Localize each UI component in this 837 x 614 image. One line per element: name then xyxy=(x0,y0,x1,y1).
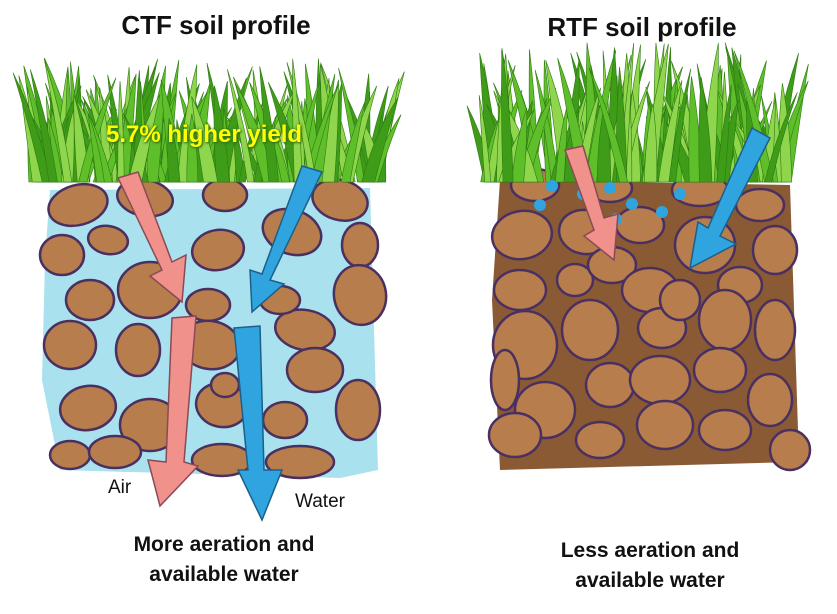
ctf-panel-title: CTF soil profile xyxy=(121,10,311,40)
grass-blade xyxy=(87,113,105,183)
grass-blade xyxy=(501,48,514,183)
soil-clod xyxy=(751,224,799,276)
rtf-caption-line-1: Less aeration and xyxy=(560,539,740,562)
grass-blade xyxy=(227,69,255,183)
grass-blade xyxy=(167,118,181,183)
grass-blade xyxy=(716,84,732,183)
rtf-air-arrow xyxy=(564,145,619,262)
grass-blade xyxy=(43,58,73,183)
grass-blade xyxy=(127,94,161,183)
soil-clod xyxy=(574,420,626,460)
soil-clod xyxy=(490,209,554,261)
grass-blade xyxy=(511,107,528,183)
soil-clod xyxy=(635,399,695,451)
ctf-water-arrow xyxy=(233,165,324,522)
soil-clod xyxy=(190,228,246,272)
grass-blade xyxy=(117,81,125,183)
ctf-air-arrow xyxy=(116,171,200,508)
soil-clod xyxy=(746,372,794,428)
soil-clod xyxy=(261,400,309,440)
grass-blade xyxy=(30,69,58,183)
rtf-panel-title: RTF soil profile xyxy=(547,12,737,42)
soil-clod xyxy=(38,233,86,277)
ctf-yield-note: 5.7% higher yield xyxy=(106,121,303,148)
ctf-panel-art xyxy=(12,57,405,522)
grass-blade xyxy=(340,102,365,183)
soil-clod xyxy=(332,263,388,327)
ctf-water-label: Water xyxy=(295,491,345,512)
grass-blade xyxy=(643,103,658,183)
soil-clod xyxy=(697,408,753,452)
rtf-water-arrow xyxy=(689,126,771,270)
grass-blade xyxy=(186,113,199,183)
soil-clod xyxy=(114,322,162,378)
ctf-caption-line-2: available water xyxy=(149,563,299,586)
grass-blade xyxy=(213,85,230,183)
grass-blade xyxy=(303,83,340,183)
grass-blade xyxy=(191,96,218,183)
rtf-panel-art xyxy=(466,42,812,472)
ctf-caption: More aeration and available water xyxy=(74,530,374,590)
rtf-caption: Less aeration and available water xyxy=(520,536,780,596)
ctf-grass-tuft xyxy=(12,57,405,183)
soil-clod xyxy=(58,384,118,432)
grass-blade xyxy=(292,58,303,183)
soil-clod xyxy=(285,346,345,394)
soil-clod xyxy=(334,378,382,442)
grass-blade xyxy=(478,95,492,183)
grass-blade xyxy=(12,72,52,183)
rtf-caption-line-2: available water xyxy=(575,569,725,592)
rtf-soil-clods xyxy=(487,167,812,472)
soil-clod xyxy=(487,411,543,459)
soil-clod xyxy=(560,298,620,362)
soil-clod xyxy=(628,354,692,406)
soil-clod xyxy=(48,439,92,471)
soil-clod xyxy=(492,268,548,312)
soil-clod xyxy=(42,319,98,371)
soil-clod xyxy=(86,224,130,256)
grass-blade xyxy=(534,69,560,183)
soil-clod xyxy=(489,348,521,412)
grass-blade xyxy=(259,66,279,183)
grass-blade xyxy=(698,77,713,183)
grass-blade xyxy=(361,96,399,183)
ctf-caption-line-1: More aeration and xyxy=(133,533,315,556)
soil-clod xyxy=(340,221,380,269)
soil-clod xyxy=(87,434,143,470)
soil-clod xyxy=(768,428,812,472)
rtf-grass-tuft xyxy=(466,42,809,183)
soil-clod xyxy=(47,182,109,228)
soil-clod xyxy=(697,288,753,352)
soil-clod xyxy=(734,187,786,223)
soil-clod xyxy=(201,177,249,213)
soil-clod xyxy=(753,298,797,362)
grass-blade xyxy=(764,92,798,183)
soil-clod xyxy=(692,346,748,394)
grass-blade xyxy=(668,68,692,183)
ctf-air-label: Air xyxy=(108,477,132,498)
soil-clod xyxy=(64,278,116,322)
soil-clod xyxy=(658,278,702,322)
grass-blade xyxy=(588,67,629,183)
soil-clod xyxy=(209,371,241,399)
soil-clod xyxy=(555,262,595,298)
soil-clod xyxy=(264,444,336,480)
soil-clod xyxy=(584,361,636,409)
